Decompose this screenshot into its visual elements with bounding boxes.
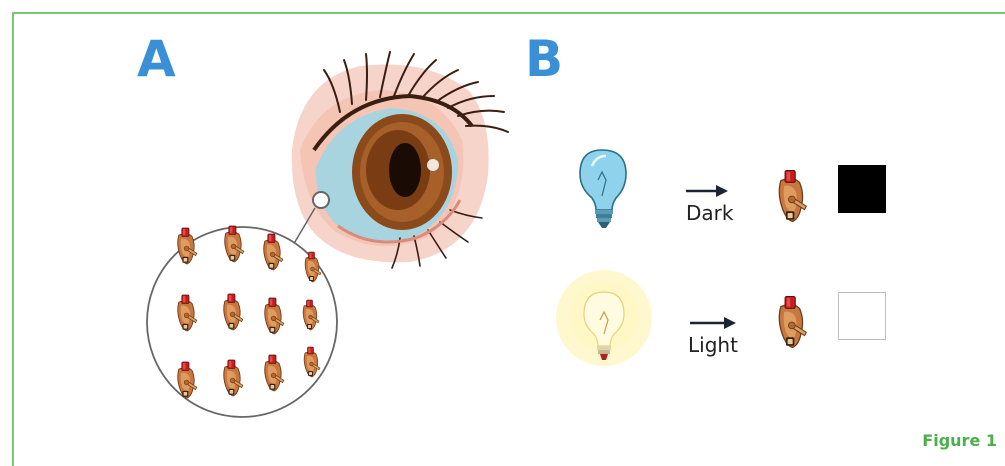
arrow-right-icon (686, 185, 728, 197)
dark-label: Dark (686, 201, 733, 225)
eye-illustration (292, 52, 508, 268)
photoreceptor-magnifier (147, 226, 337, 417)
light-square (838, 292, 886, 340)
lightbulb-on-icon (556, 270, 652, 366)
dark-square (838, 165, 886, 213)
light-label: Light (688, 333, 738, 357)
switch-icon (779, 297, 806, 348)
switch-icon (779, 171, 806, 222)
figure-label: Figure 1 (922, 431, 997, 450)
lightbulb-off-icon (580, 150, 626, 228)
arrow-right-icon (690, 317, 736, 329)
